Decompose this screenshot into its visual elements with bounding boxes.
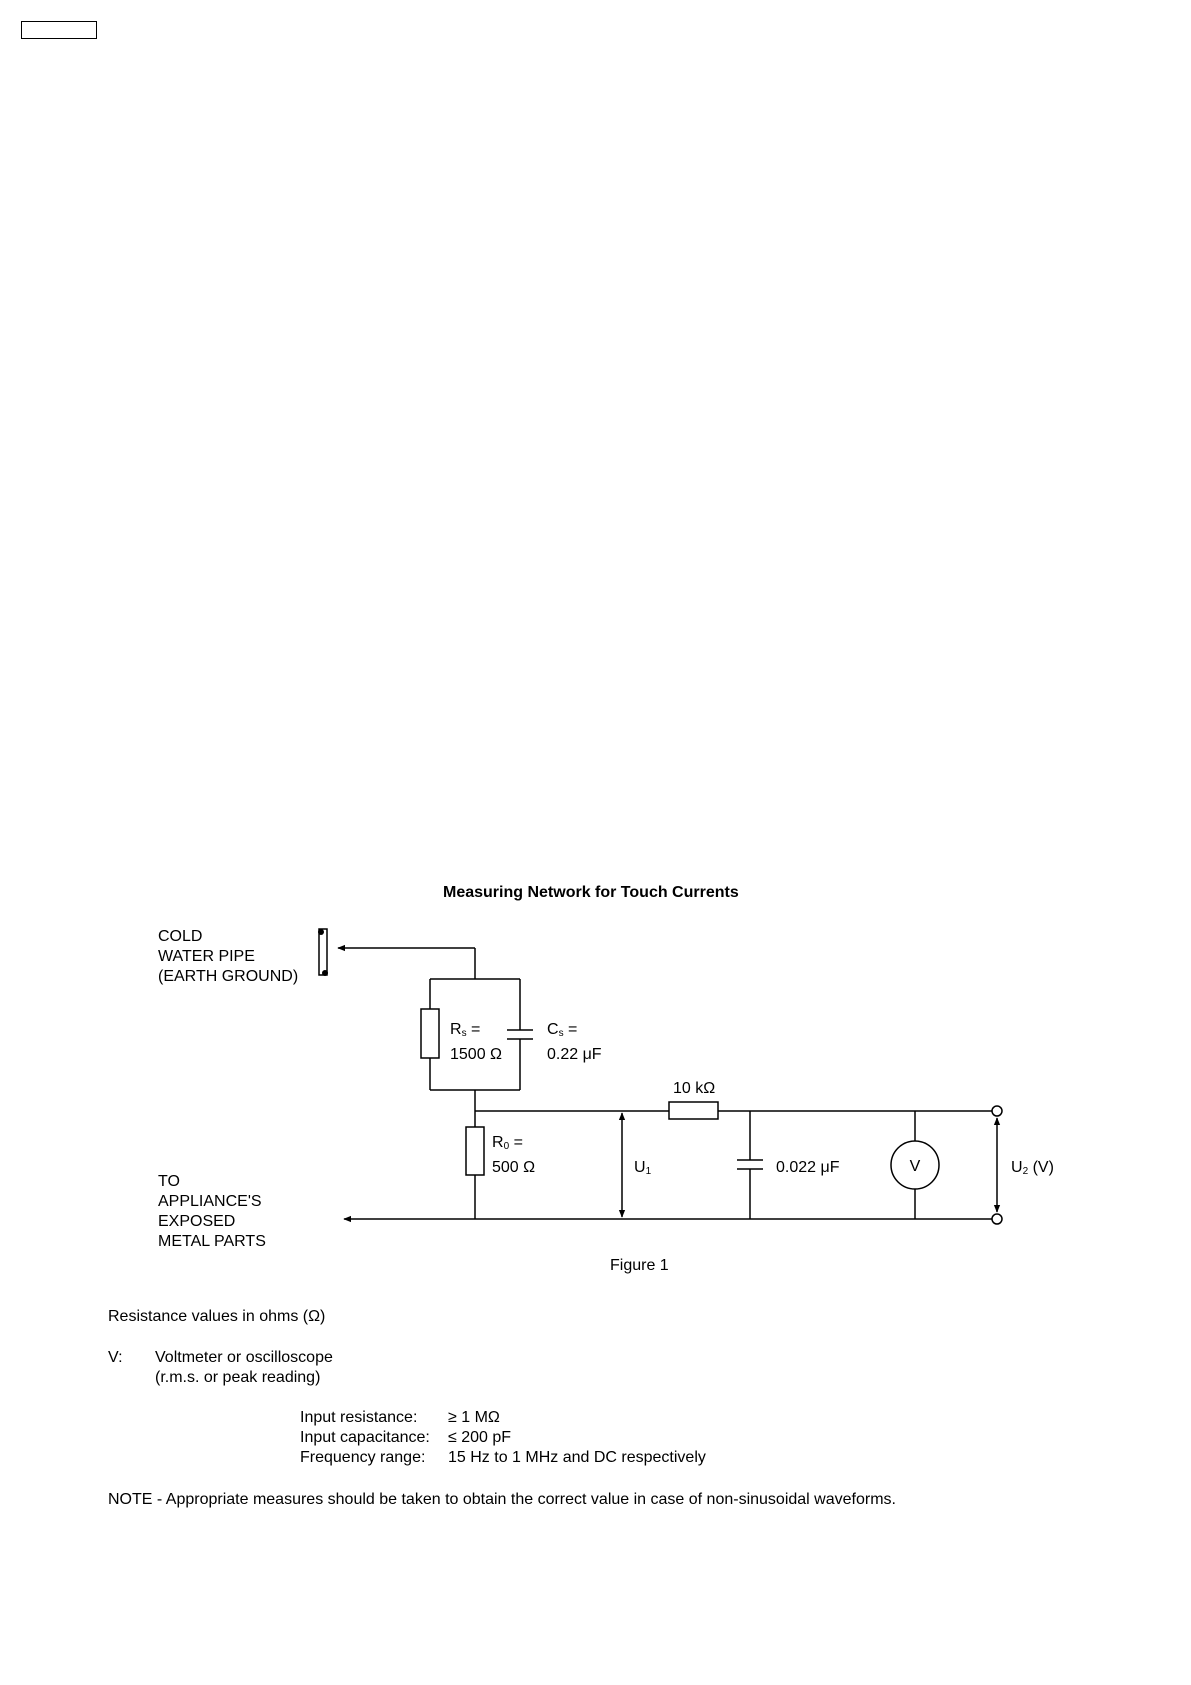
u1-label: U1 [634,1159,652,1177]
spec-label: Input capacitance: [300,1429,430,1446]
rs-value: 1500 Ω [450,1046,502,1063]
v-key: V: [108,1349,123,1366]
spec-value: 15 Hz to 1 MHz and DC respectively [448,1449,706,1466]
rs-label: Rs = [450,1021,480,1039]
spec-label: Input resistance: [300,1409,418,1426]
resistor-10k [668,1101,719,1120]
v-reading: (r.m.s. or peak reading) [155,1369,321,1386]
r0-resistor [465,1126,485,1176]
terminal-bottom [991,1213,1003,1225]
rs-resistor [420,1008,440,1059]
r0-value: 500 Ω [492,1159,535,1176]
note-text: NOTE - Appropriate measures should be ta… [108,1491,896,1508]
appliance-label-line-4: METAL PARTS [158,1233,266,1250]
c2-value: 0.022 μF [776,1159,840,1176]
pipe-dot-bottom [322,970,328,976]
voltmeter-label: V [910,1158,921,1175]
spec-label: Frequency range: [300,1449,426,1466]
v-description: Voltmeter or oscilloscope [155,1349,333,1366]
appliance-label-line-1: TO [158,1173,180,1190]
spec-value: ≤ 200 pF [448,1429,512,1446]
appliance-label-line-2: APPLIANCE'S [158,1193,262,1210]
ground-label-line-3: (EARTH GROUND) [158,968,299,985]
appliance-label-line-3: EXPOSED [158,1213,236,1230]
ground-label-line-2: WATER PIPE [158,948,255,965]
r0-label: R0 = [492,1134,523,1152]
figure-caption: Figure 1 [610,1257,669,1274]
resistance-units-note: Resistance values in ohms (Ω) [108,1308,326,1325]
u2-label: U2 (V) [1011,1159,1054,1177]
cs-value: 0.22 μF [547,1046,602,1063]
ground-label-line-1: COLD [158,928,203,945]
terminal-top [991,1105,1003,1117]
cs-label: Cs = [547,1021,577,1039]
diagram-title: Measuring Network for Touch Currents [443,884,739,901]
r10k-label: 10 kΩ [673,1080,715,1097]
header-box [21,21,97,39]
pipe-dot-top [318,929,324,935]
water-pipe-symbol [318,928,328,976]
spec-value: ≥ 1 MΩ [448,1409,500,1426]
